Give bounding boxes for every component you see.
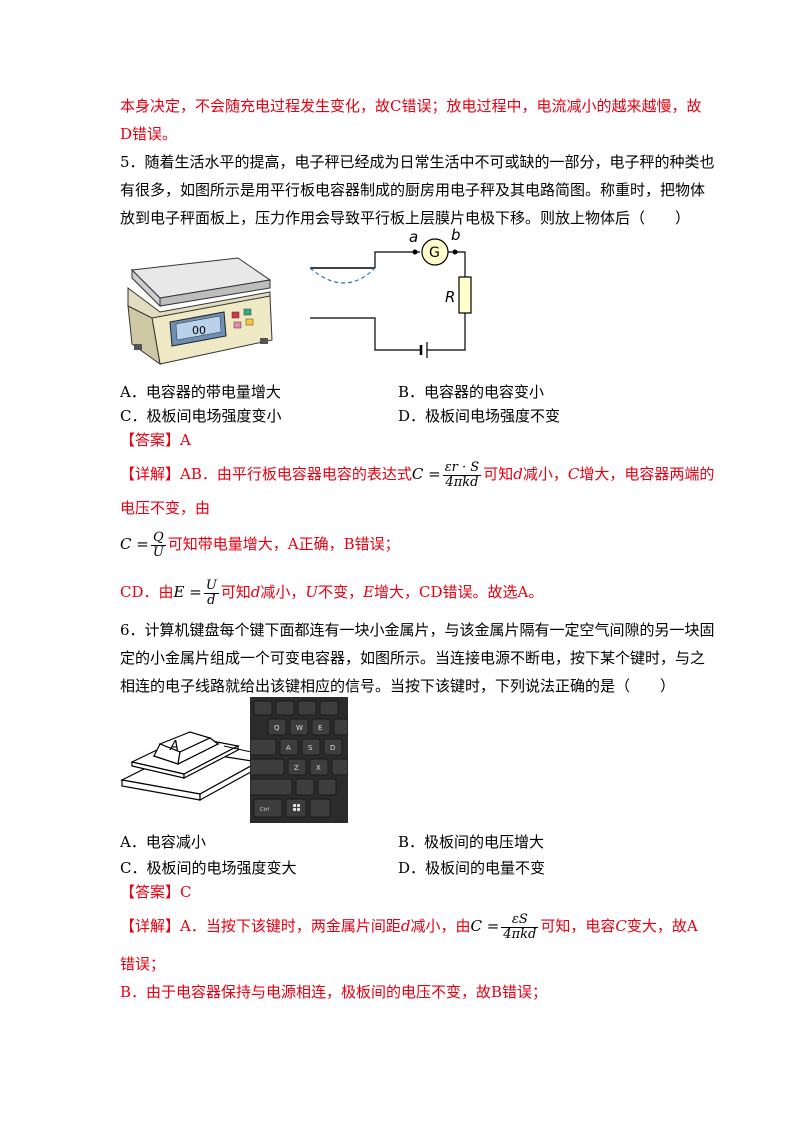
q6-stem-line: 6．计算机键盘每个键下面都连有一块小金属片，与该金属片隔有一定空气间隙的另一块固 — [120, 621, 715, 639]
q4-explanation-line: 本身决定，不会随充电过程发生变化，故C错误；放电过程中，电流减小的越来越慢，故 — [120, 97, 702, 115]
q6-option-d[interactable]: D．极板间的电量不变 — [398, 859, 546, 877]
q5-option-c[interactable]: C．极板间电场强度变小 — [120, 407, 282, 425]
q4-explanation-line: D错误。 — [120, 125, 178, 143]
q6-option-b[interactable]: B．极板间的电压增大 — [398, 833, 545, 851]
electronic-scale-illustration: 00 — [127, 257, 273, 366]
windows-key-icon — [293, 804, 300, 811]
key-label: A — [169, 739, 179, 754]
svg-text:Ctrl: Ctrl — [260, 807, 269, 813]
q5-stem-line: 有很多，如图所示是用平行板电容器制成的厨房用电子秤及其电路简图。称重时，把物体 — [120, 181, 706, 199]
q6-stem-line: 定的小金属片组成一个可变电容器，如图所示。当连接电源不断电，按下某个键时，与之 — [120, 649, 706, 667]
resistor-label: R — [445, 288, 455, 306]
key-capacitor-diagram: A — [120, 731, 260, 802]
q6-stem-line: 相连的电子线路就给出该键相应的信号。当按下该键时，下列说法正确的是（ ） — [120, 677, 676, 695]
galvanometer-label: G — [429, 245, 440, 261]
svg-text:X: X — [316, 764, 321, 772]
node-b-label: b — [451, 226, 461, 244]
svg-text:D: D — [330, 744, 335, 752]
q5-option-b[interactable]: B．电容器的电容变小 — [398, 383, 545, 401]
capacitor-circuit-diagram: G a b R — [309, 226, 472, 358]
q5-answer: 【答案】A — [120, 431, 191, 449]
q5-option-a[interactable]: A．电容器的带电量增大 — [120, 383, 281, 401]
q6-option-a[interactable]: A．电容减小 — [120, 833, 206, 851]
svg-text:A: A — [286, 744, 291, 752]
q6-detail-line: B．由于电容器保持与电源相连，极板间的电压不变，故B错误； — [120, 983, 548, 1001]
q6-answer: 【答案】C — [120, 883, 192, 901]
q6-detail-line: 错误； — [120, 955, 166, 973]
q5-stem-line: 放到电子秤面板上，压力作用会导致平行板上层膜片电极下移。则放上物体后（ ） — [120, 209, 691, 227]
keyboard-photo: Q W E A S D Z X Ctrl — [250, 697, 348, 823]
q5-option-d[interactable]: D．极板间电场强度不变 — [398, 407, 561, 425]
svg-text:W: W — [296, 724, 303, 732]
scale-display-value: 00 — [192, 324, 206, 337]
node-a-label: a — [409, 228, 418, 246]
svg-text:Z: Z — [294, 764, 299, 772]
q5-detail-line: 电压不变，由 — [120, 499, 211, 517]
svg-text:Q: Q — [274, 724, 280, 732]
q5-stem-line: 5．随着生活水平的提高，电子秤已经成为日常生活中不可或缺的一部分，电子秤的种类也 — [120, 153, 715, 171]
svg-text:S: S — [308, 744, 313, 752]
q6-option-c[interactable]: C．极板间的电场强度变大 — [120, 859, 297, 877]
svg-text:E: E — [318, 724, 322, 732]
